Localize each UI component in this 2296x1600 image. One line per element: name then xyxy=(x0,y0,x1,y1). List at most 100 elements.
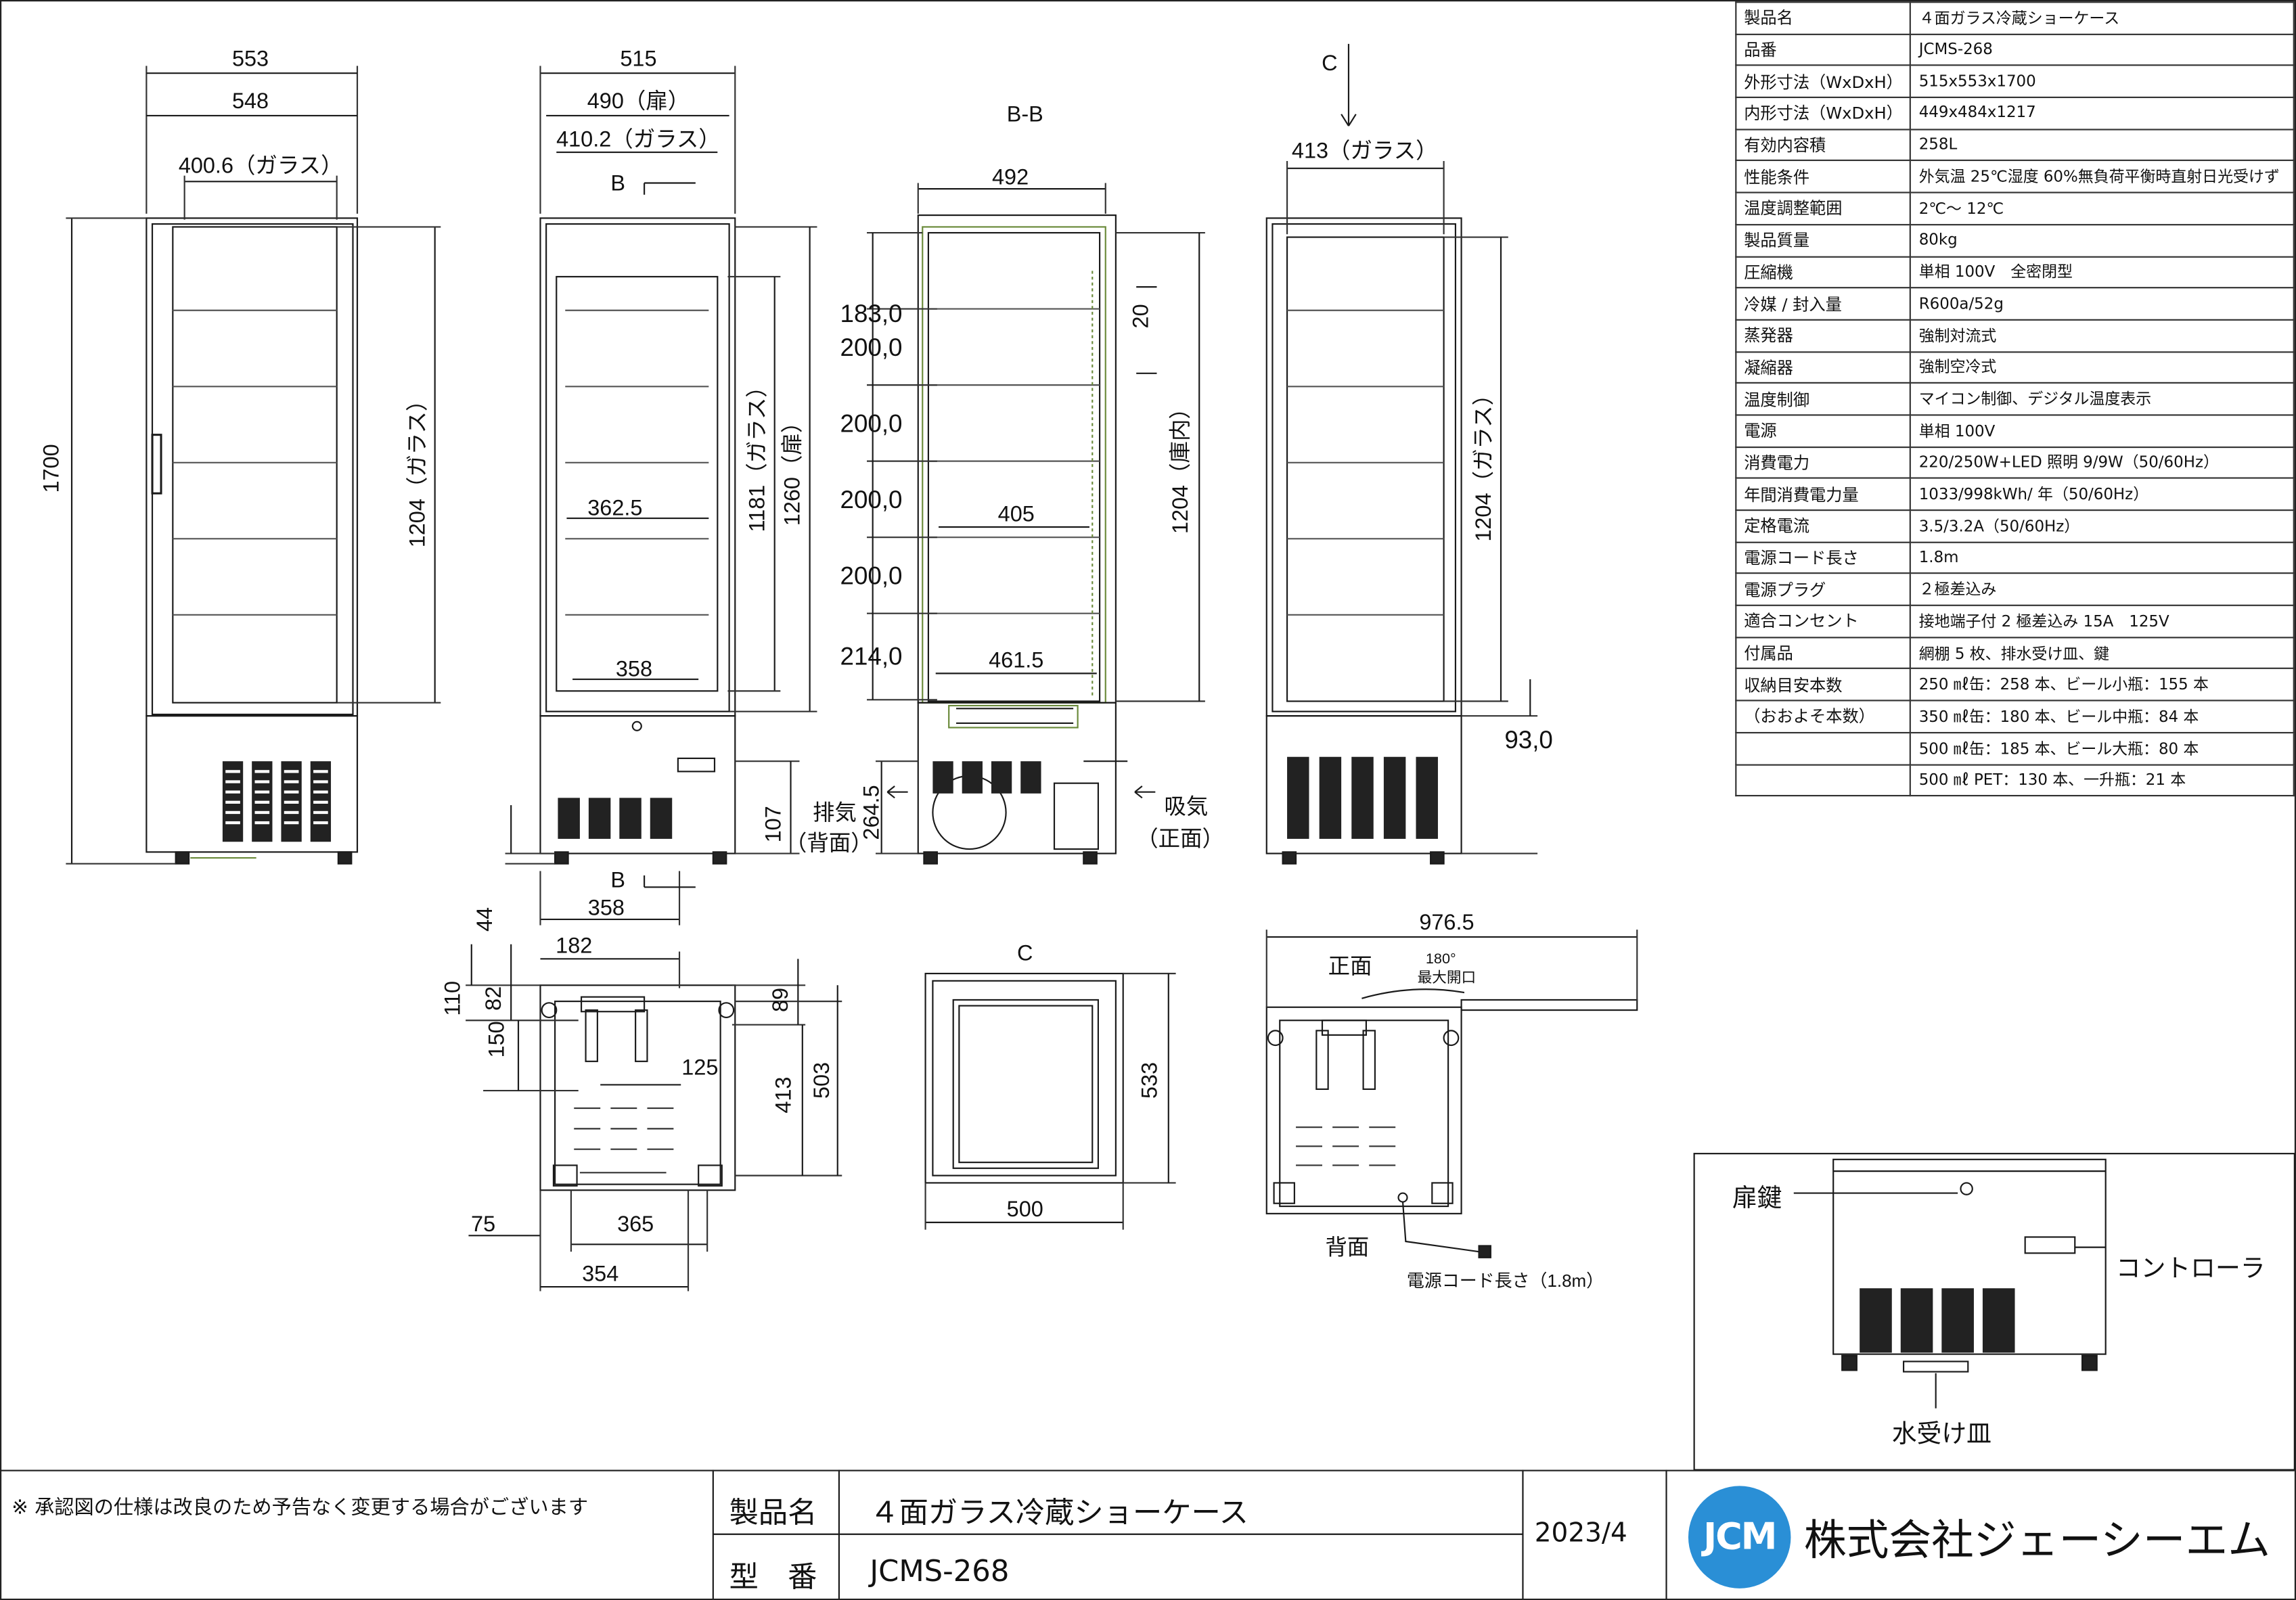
spec-row: （おおよそ本数）350 ㎖缶：180 本、ビール中瓶：84 本 xyxy=(1735,700,2295,733)
rear-label: 背面 xyxy=(1325,1235,1369,1259)
spec-value: 強制空冷式 xyxy=(1910,350,2295,384)
shelf-gap-4: 200,0 xyxy=(840,486,903,513)
spec-key: 消費電力 xyxy=(1735,446,1912,480)
spec-value: 449x484x1217 xyxy=(1910,96,2295,131)
spec-key: 電源プラグ xyxy=(1735,572,1912,606)
spec-row: 凝縮器強制空冷式 xyxy=(1735,350,2295,384)
drawing-date: 2023/4 xyxy=(1534,1517,1627,1549)
product-name-label: 製品名 xyxy=(729,1494,817,1530)
dim-1204-right: 1204（ガラス） xyxy=(1471,384,1495,542)
detail-box xyxy=(1693,1153,2295,1471)
dim-93: 93,0 xyxy=(1504,726,1553,754)
spec-row: 500 ㎖缶：185 本、ビール大瓶：80 本 xyxy=(1735,731,2295,765)
spec-key: 定格電流 xyxy=(1735,509,1912,543)
section-view xyxy=(867,183,1205,865)
spec-value: 258L xyxy=(1910,128,2295,162)
spec-key: 付属品 xyxy=(1735,636,1912,670)
spec-value: 3.5/3.2A（50/60Hz） xyxy=(1910,509,2295,543)
top-view xyxy=(924,972,1176,1230)
company-name: 株式会社ジェーシーエム xyxy=(1803,1515,2270,1565)
spec-key: 有効内容積 xyxy=(1735,128,1912,162)
dim-365: 365 xyxy=(617,1212,654,1236)
spec-value: 2℃～ 12℃ xyxy=(1910,191,2295,225)
exhaust-sub: （背面） xyxy=(785,831,873,855)
lock-label: 扉鍵 xyxy=(1732,1184,1782,1212)
spec-value: 単相 100V xyxy=(1910,414,2295,448)
spec-value: 220/250W+LED 照明 9/9W（50/60Hz） xyxy=(1910,446,2295,480)
dim-976-5: 976.5 xyxy=(1419,910,1474,934)
dim-354: 354 xyxy=(582,1261,618,1285)
exhaust-label: 排気 xyxy=(813,800,857,825)
spec-key: 品番 xyxy=(1735,33,1912,67)
spec-key: 収納目安本数 xyxy=(1735,668,1912,702)
spec-value: ２極差込み xyxy=(1910,572,2295,606)
dim-1181: 1181（ガラス） xyxy=(745,375,769,532)
spec-row: 性能条件外気温 25℃湿度 60%無負荷平衡時直射日光受けず xyxy=(1735,160,2295,193)
dim-1260: 1260（扉） xyxy=(780,411,804,526)
spec-row: 適合コンセント接地端子付 2 極差込み 15A 125V xyxy=(1735,604,2295,638)
spec-value: ４面ガラス冷蔵ショーケース xyxy=(1910,1,2295,35)
section-mark-bottom: B xyxy=(610,867,625,892)
spec-key: 性能条件 xyxy=(1735,160,1912,193)
model-label: 型 番 xyxy=(729,1559,817,1595)
shelf-gap-6: 214,0 xyxy=(840,642,903,670)
view-arrow-c: C xyxy=(1322,51,1337,75)
spec-row: 外形寸法（WxDxH）515x553x1700 xyxy=(1735,65,2295,99)
dim-358-foot: 358 xyxy=(588,895,625,919)
bottom-view xyxy=(466,944,842,1292)
dim-400-6: 400.6（ガラス） xyxy=(179,153,343,177)
spec-value: 接地端子付 2 極差込み 15A 125V xyxy=(1910,604,2295,638)
spec-value: 網棚 5 枚、排水受け皿、鍵 xyxy=(1910,636,2295,670)
dim-553: 553 xyxy=(232,46,269,70)
cord-label: 電源コード長さ（1.8m） xyxy=(1407,1271,1604,1291)
dim-107: 107 xyxy=(761,806,785,842)
spec-value: 350 ㎖缶：180 本、ビール中瓶：84 本 xyxy=(1910,700,2295,733)
dim-461-5: 461.5 xyxy=(989,648,1043,672)
spec-value: 515x553x1700 xyxy=(1910,65,2295,99)
title-block: ※ 承認図の仕様は改良のため予告なく変更する場合がございます 製品名 ４面ガラス… xyxy=(0,1469,2295,1600)
spec-key: （おおよそ本数） xyxy=(1735,700,1912,733)
spec-value: 1033/998kWh/ 年（50/60Hz） xyxy=(1910,478,2295,511)
spec-key: 冷媒 / 封入量 xyxy=(1735,287,1912,321)
dim-533: 533 xyxy=(1137,1062,1161,1099)
model-value: JCMS-268 xyxy=(870,1553,1010,1588)
spec-key: 温度制御 xyxy=(1735,382,1912,416)
spec-key: 凝縮器 xyxy=(1735,350,1912,384)
dim-150: 150 xyxy=(484,1021,508,1057)
spec-value: JCMS-268 xyxy=(1910,33,2295,67)
spec-key: 製品名 xyxy=(1735,1,1912,35)
front-view xyxy=(505,66,817,925)
spec-value: 500 ㎖缶：185 本、ビール大瓶：80 本 xyxy=(1910,731,2295,765)
spec-key: 内形寸法（WxDxH） xyxy=(1735,96,1912,131)
dim-1204-left: 1204（ガラス） xyxy=(405,390,430,548)
spec-key: 圧縮機 xyxy=(1735,255,1912,289)
spec-key: 製品質量 xyxy=(1735,223,1912,257)
spec-key: 電源コード長さ xyxy=(1735,541,1912,575)
spec-key: 外形寸法（WxDxH） xyxy=(1735,65,1912,99)
spec-value: 単相 100V 全密閉型 xyxy=(1910,255,2295,289)
dim-490: 490（扉） xyxy=(587,89,690,113)
dim-362-5: 362.5 xyxy=(587,496,642,520)
dim-89: 89 xyxy=(768,988,792,1012)
dim-548: 548 xyxy=(232,89,269,113)
dim-110: 110 xyxy=(440,981,464,1016)
spec-value: 250 ㎖缶：258 本、ビール小瓶：155 本 xyxy=(1910,668,2295,702)
logo-text: JCM xyxy=(1703,1515,1777,1558)
intake-label: 吸気 xyxy=(1164,794,1208,819)
shelf-gap-1: 183,0 xyxy=(840,300,903,327)
spec-value: R600a/52g xyxy=(1910,287,2295,321)
disclaimer-note: ※ 承認図の仕様は改良のため予告なく変更する場合がございます xyxy=(12,1496,589,1520)
spec-row: 温度制御マイコン制御、デジタル温度表示 xyxy=(1735,382,2295,416)
spec-key: 年間消費電力量 xyxy=(1735,478,1912,511)
dim-413: 413 xyxy=(771,1077,796,1114)
spec-row: 圧縮機単相 100V 全密閉型 xyxy=(1735,255,2295,289)
dim-1700: 1700 xyxy=(39,444,64,493)
dim-500: 500 xyxy=(1007,1197,1043,1221)
dim-515: 515 xyxy=(620,46,656,70)
